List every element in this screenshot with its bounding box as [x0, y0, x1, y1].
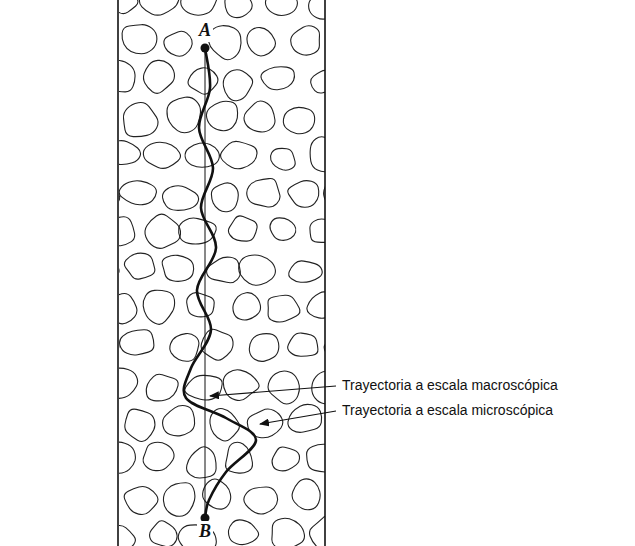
grain: [307, 444, 325, 472]
grain: [310, 137, 325, 172]
grain: [185, 143, 219, 167]
macroscopic-path: [205, 48, 206, 518]
grain: [122, 25, 157, 54]
column-wall: [117, 0, 119, 546]
grain: [188, 68, 218, 94]
point-dot: [201, 44, 210, 53]
grain: [247, 28, 276, 56]
leader-line: [260, 411, 336, 424]
grain: [124, 253, 154, 279]
grain: [119, 442, 135, 473]
grain: [119, 254, 120, 279]
grain: [146, 374, 178, 401]
grain: [265, 0, 297, 16]
grain: [119, 60, 135, 92]
grain: [244, 487, 278, 514]
grain: [310, 516, 325, 546]
grain: [270, 148, 295, 170]
column-wall: [324, 0, 326, 546]
grain: [247, 179, 280, 207]
grain: [125, 409, 155, 441]
point-label: A: [197, 20, 213, 42]
grain: [123, 103, 158, 137]
grain: [143, 60, 174, 93]
grain: [119, 181, 156, 205]
leader-line: [210, 386, 336, 396]
grain: [120, 330, 154, 355]
grain: [145, 214, 181, 248]
grain: [272, 447, 300, 471]
grain: [163, 406, 195, 436]
grain: [163, 483, 194, 517]
grain: [244, 101, 275, 132]
grain: [283, 107, 314, 133]
point-label: B: [197, 521, 213, 543]
grain: [143, 442, 174, 470]
grain: [288, 181, 319, 208]
grain: [164, 31, 192, 56]
grain: [307, 292, 325, 318]
grain: [261, 67, 294, 90]
grain: [124, 486, 158, 514]
grain: [170, 333, 199, 361]
grain: [223, 370, 259, 401]
grain: [272, 518, 305, 546]
grain: [185, 375, 222, 400]
grain: [119, 141, 141, 165]
grain: [208, 26, 241, 60]
grain: [150, 521, 178, 546]
grain: [228, 520, 258, 545]
grain: [119, 526, 135, 546]
grain: [268, 371, 299, 404]
grain: [223, 70, 252, 101]
grain: [181, 0, 217, 15]
callout-label: Trayectoria a escala microscópica: [340, 402, 555, 419]
grain: [187, 447, 217, 478]
grain: [225, 0, 252, 18]
grain: [270, 218, 296, 240]
grain: [311, 70, 325, 93]
grain: [119, 368, 138, 398]
grain: [162, 255, 194, 281]
grain: [292, 479, 320, 510]
grain: [249, 334, 279, 362]
grain: [119, 217, 135, 246]
grain: [221, 141, 257, 168]
grain: [162, 186, 198, 211]
grain: [288, 333, 318, 356]
grain: [289, 261, 323, 282]
grain: [139, 0, 178, 15]
grain: [291, 26, 320, 55]
grain-texture: [119, 0, 325, 546]
grain: [268, 295, 300, 322]
callout-label: Trayectoria a escala macroscópica: [340, 377, 560, 394]
grain: [310, 219, 325, 242]
grain: [228, 216, 257, 241]
grain: [239, 255, 276, 285]
grain: [309, 0, 325, 19]
grain: [119, 293, 137, 323]
grain: [119, 0, 138, 14]
microscopic-path: [184, 48, 256, 518]
grain: [143, 290, 174, 324]
grain: [143, 142, 180, 168]
grain: [211, 183, 238, 212]
grain: [167, 97, 201, 133]
grain: [206, 101, 237, 130]
grain: [233, 293, 261, 320]
